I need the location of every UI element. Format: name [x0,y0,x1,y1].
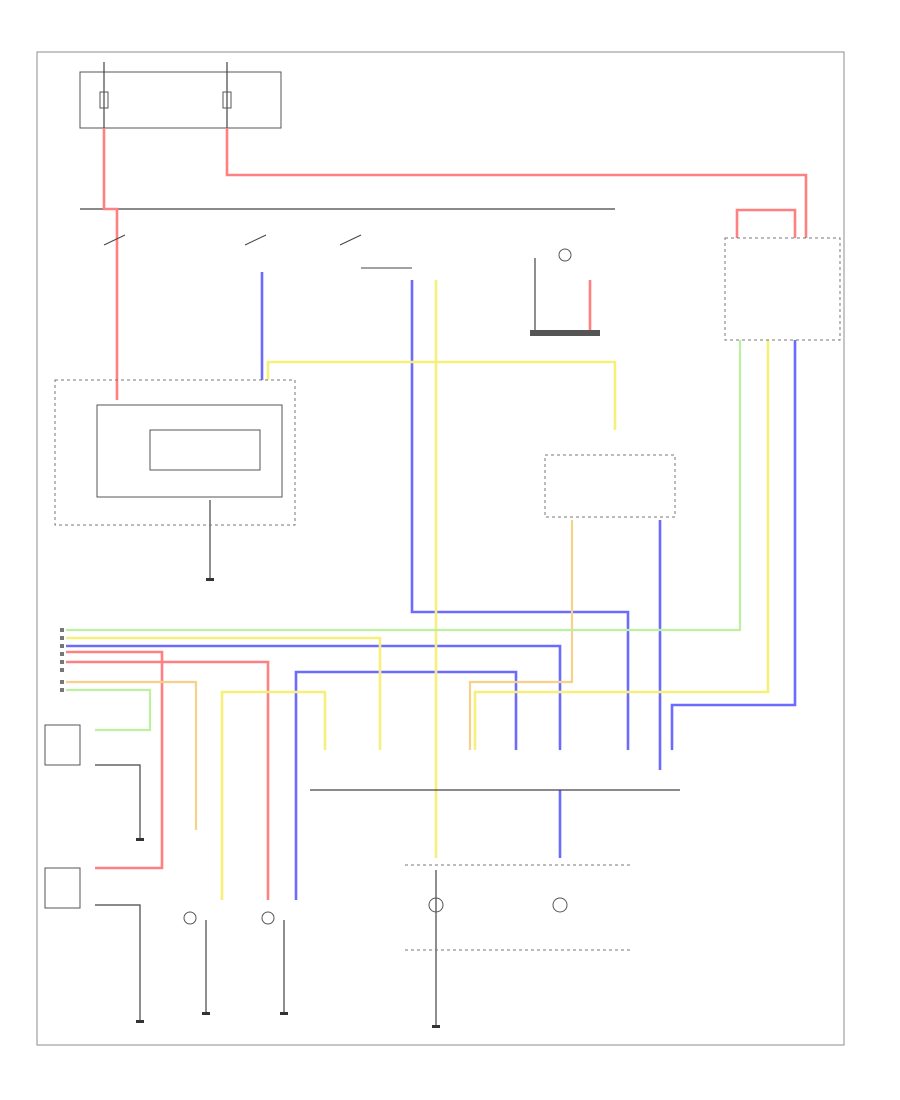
turn-switch-box [544,454,676,518]
ground-symbol [136,1020,144,1023]
yellow-wire-long [66,636,382,750]
red-wire-rear [66,650,164,870]
flasher-relay-box [724,237,841,341]
diagram-frame [36,51,845,1046]
right-front-lamp [261,911,275,925]
switch-row [103,234,412,269]
hazard-switch-outline [54,379,296,526]
ground-symbol [136,838,144,841]
red-wire-front [66,660,270,900]
yellow-wire-front-left [220,690,327,900]
blue-wires [66,272,797,900]
blue-wire-center [410,280,630,750]
yellow-wires [66,280,770,900]
left-turn-indicator [428,897,444,913]
green-wire-long [66,340,742,632]
red-wire-top-run [225,128,808,238]
ground-symbol [432,1025,440,1028]
switch-3 [339,234,362,246]
red-wires [66,128,808,900]
ground-left-rear [95,764,141,838]
ground-right-rear [95,904,141,1020]
connector-ticks [60,628,64,692]
blue-wire-right [670,340,797,750]
ground-symbols [136,578,440,1028]
ground-symbol [202,1012,210,1015]
yellow-wire-right [473,340,770,750]
switch-1 [103,234,126,246]
ground-symbol [280,1012,288,1015]
illumination-ground-bar [530,330,600,336]
orange-wire-left [66,680,198,830]
illumination-bulb [558,248,572,262]
blue-wire-front-right [294,670,518,900]
green-wires [66,340,742,732]
ground-symbol [206,578,214,581]
yellow-wire-hazard-link [266,360,617,430]
hazard-inner-box [149,429,261,471]
left-rear-lamp-box [44,724,81,766]
left-front-lamp [183,911,197,925]
ground-wires [95,258,536,1025]
fuse-left [99,91,109,109]
hazard-switch-box [96,404,283,498]
blue-wire-long [66,644,562,750]
red-wire-flasher [735,208,797,238]
orange-wires [66,520,574,830]
switch-2 [244,234,267,246]
green-wire-rear [66,688,152,732]
fuse-block [79,71,282,129]
right-rear-lamp-box [44,867,81,909]
right-turn-indicator [552,897,568,913]
fuse-right [222,91,232,109]
orange-wire-turn [468,520,574,750]
red-wire-left [102,128,119,400]
